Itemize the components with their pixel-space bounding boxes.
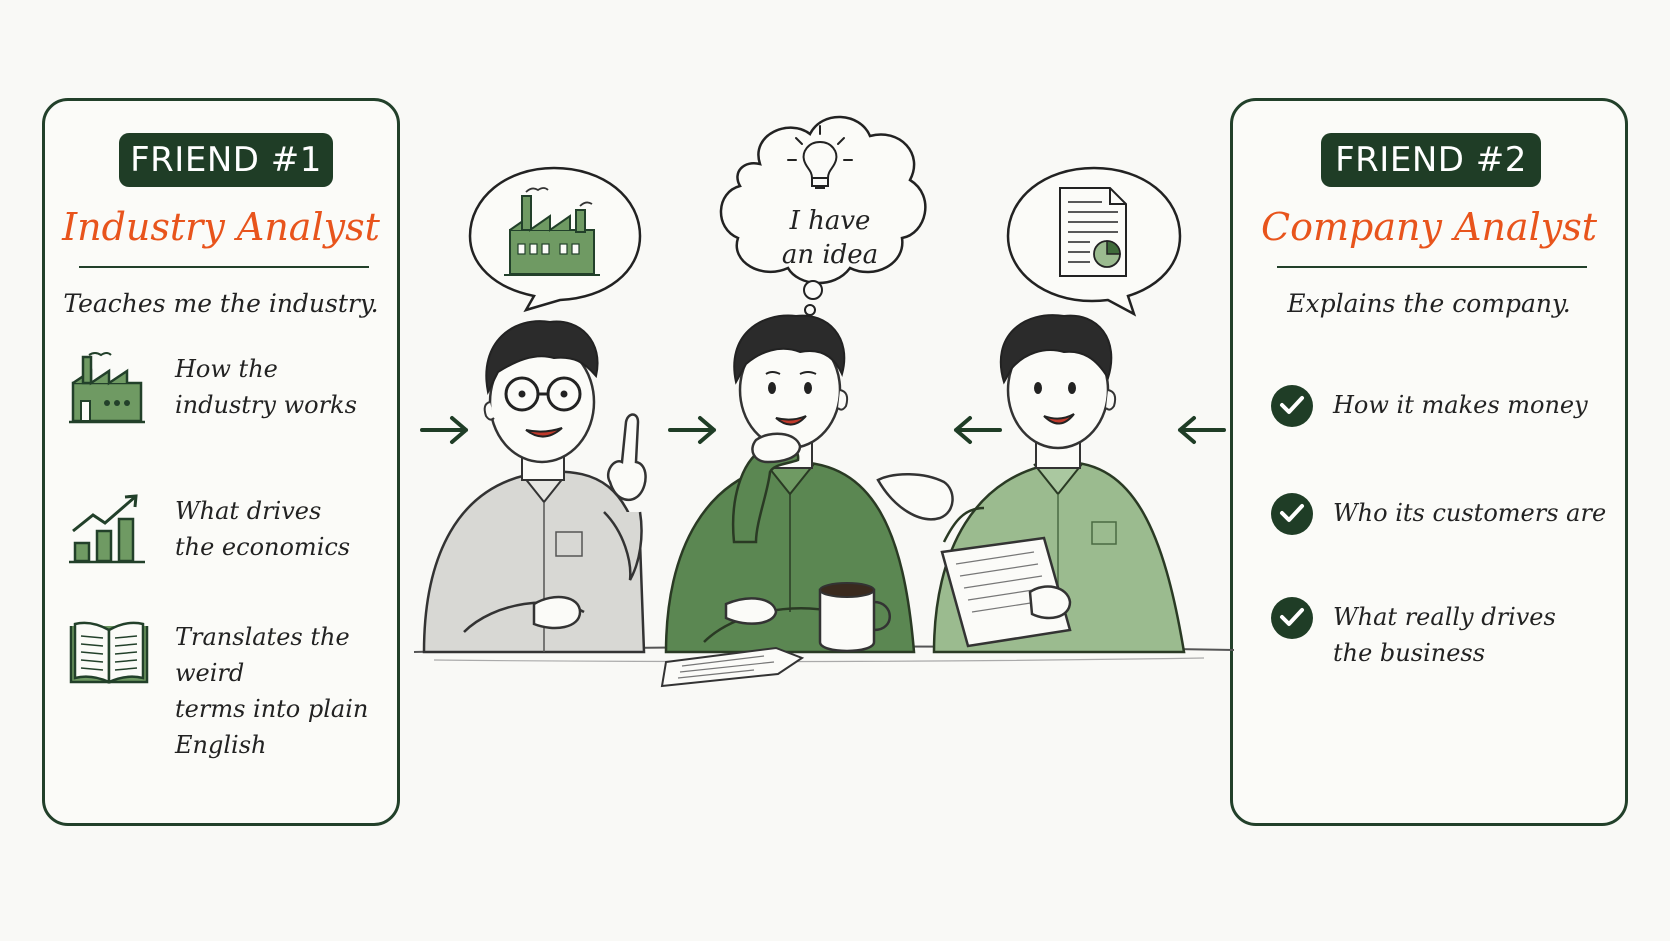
right-speech-bubble (1006, 166, 1182, 317)
company-analyst-person (876, 314, 1186, 654)
friend-2-tagline: Explains the company. (1287, 289, 1571, 318)
friend-1-item-1: How the industry works (175, 355, 357, 419)
arrow-right-icon (668, 416, 716, 444)
friend-1-tagline: Teaches me the industry. (63, 289, 379, 318)
industry-analyst-person (422, 320, 647, 654)
checkmark-icon (1271, 385, 1313, 427)
friend-1-item-3: Translates the weird terms into plain En… (175, 623, 369, 759)
friend-2-badge: FRIEND #2 (1321, 133, 1541, 187)
friend-1-panel: FRIEND #1 Industry Analyst Teaches me th… (42, 98, 400, 826)
friend-1-divider (79, 266, 369, 268)
checkmark-icon (1271, 597, 1313, 639)
report-document-icon (1059, 187, 1127, 277)
friend-2-item-1: How it makes money (1333, 391, 1588, 419)
open-book-icon (69, 616, 149, 696)
arrow-right-icon (420, 416, 468, 444)
friend-2-divider (1277, 266, 1587, 268)
factory-icon (69, 351, 145, 429)
arrow-left-icon (954, 416, 1002, 444)
factory-icon (504, 187, 600, 276)
checkmark-icon (1271, 493, 1313, 535)
friend-1-role: Industry Analyst (62, 205, 380, 249)
thought-text: I have an idea (781, 206, 879, 270)
friend-2-item-2: Who its customers are (1333, 499, 1607, 527)
rising-chart-icon (69, 491, 145, 569)
thought-bubble (719, 115, 927, 316)
friend-1-badge: FRIEND #1 (119, 133, 333, 187)
friend-2-panel: FRIEND #2 Company Analyst Explains the c… (1230, 98, 1628, 826)
friend-1-item-2: What drives the economics (175, 497, 351, 561)
lightbulb-icon (787, 125, 853, 189)
three-people-illustration (413, 314, 1235, 688)
friend-2-role: Company Analyst (1261, 205, 1597, 249)
coffee-mug (818, 582, 891, 653)
friend-2-item-3: What really drives the business (1333, 603, 1556, 667)
left-speech-bubble (468, 166, 642, 313)
arrow-left-icon (1178, 416, 1226, 444)
